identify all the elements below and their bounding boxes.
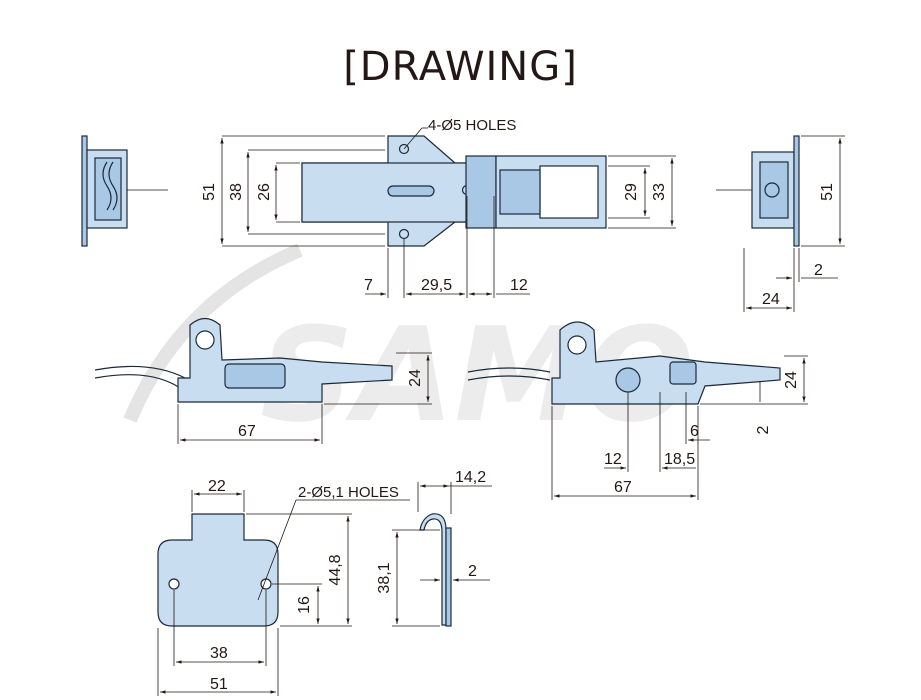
dim-loop-33: 33: [651, 183, 668, 201]
hole-icon: [398, 143, 410, 155]
dim-hook-2: 2: [468, 563, 477, 580]
end-view-left: [81, 135, 168, 247]
top-view: [220, 127, 676, 298]
dim-top-7: 7: [364, 277, 373, 294]
dim-right-51: 51: [819, 183, 836, 201]
dim-right-2: 2: [814, 262, 823, 279]
dim-top-height-51: 51: [201, 183, 218, 201]
dim-plate-44-8: 44,8: [327, 554, 344, 585]
dim-top-height-38: 38: [228, 183, 245, 201]
dim-loop-29: 29: [623, 183, 640, 201]
dim-side2-18-5: 18,5: [664, 451, 695, 468]
dim-hook-14-2: 14,2: [455, 469, 486, 486]
dim-plate-38: 38: [210, 645, 228, 662]
dim-top-height-26: 26: [256, 183, 273, 201]
dim-top-12: 12: [510, 277, 528, 294]
dim-side2-67: 67: [614, 479, 632, 496]
note-holes-top: 4-Ø5 HOLES: [428, 117, 516, 134]
end-view-right: [716, 135, 845, 312]
dim-side2-2: 2: [755, 425, 772, 434]
dim-plate-16: 16: [296, 596, 313, 614]
dim-hook-38-1: 38,1: [376, 562, 393, 593]
side-view-right: [467, 321, 808, 500]
note-holes-plate: 2-Ø5,1 HOLES: [298, 484, 399, 501]
dim-side2-6: 6: [690, 423, 699, 440]
hook-profile: [392, 482, 492, 627]
dim-plate-22: 22: [208, 478, 226, 495]
strike-plate: [157, 490, 410, 696]
dim-side2-24: 24: [783, 371, 800, 389]
dim-side1-24: 24: [407, 369, 424, 387]
dim-top-29-5: 29,5: [421, 277, 452, 294]
dim-side1-67: 67: [238, 423, 256, 440]
drawing-title: [DRAWING]: [343, 44, 578, 90]
dim-plate-51: 51: [210, 676, 228, 693]
dim-side2-12: 12: [604, 451, 622, 468]
side-view-closed: [94, 317, 432, 444]
dim-right-24: 24: [762, 291, 780, 308]
